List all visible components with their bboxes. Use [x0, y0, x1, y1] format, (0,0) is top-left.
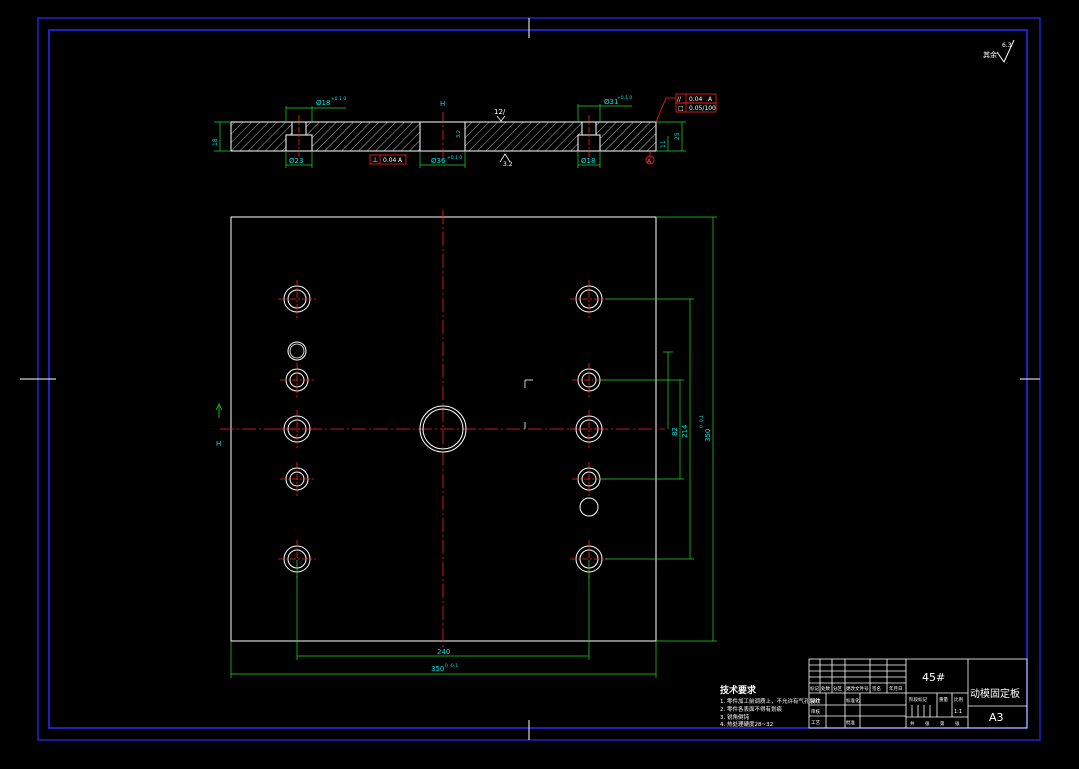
hole-left-2: [280, 363, 314, 397]
svg-text:张: 张: [925, 720, 930, 727]
outer-frame: [20, 17, 1041, 741]
svg-text:0 -0.1: 0 -0.1: [445, 663, 458, 669]
svg-text:处数: 处数: [821, 685, 830, 692]
title-block: [808, 658, 1028, 729]
svg-text:第: 第: [940, 720, 945, 727]
section-view: H 12/ 3.2 Ø18 +0.1 0 Ø31 +0.1 0 Ø23: [212, 93, 717, 168]
svg-text:审核: 审核: [811, 708, 820, 715]
hole-right-1: [570, 280, 608, 318]
svg-text:□: □: [678, 105, 684, 112]
dim-bottom-center: Ø36 +0.1 0: [419, 151, 466, 168]
dim-left-short-vertical: [663, 351, 673, 429]
tech-req-line-2: 2. 零件各表面不得有划痕: [720, 705, 782, 713]
svg-text:0.04: 0.04: [383, 157, 397, 164]
svg-text:Ø18: Ø18: [316, 99, 330, 107]
dim-right-thickness: 25 11: [656, 121, 686, 152]
svg-text:分区: 分区: [833, 685, 842, 692]
roughness-bottom: 3.2: [503, 161, 513, 168]
dim-outer-span-right: 214: [605, 298, 694, 560]
svg-text:签名: 签名: [872, 685, 881, 692]
svg-text:重量: 重量: [939, 696, 948, 703]
svg-text:214: 214: [681, 424, 689, 438]
center-bore: [419, 405, 467, 453]
roughness-top: 12/: [494, 108, 506, 116]
dim-top-left-bore: Ø18 +0.1 0: [285, 96, 346, 122]
svg-text:工艺: 工艺: [811, 720, 820, 726]
sheet-size: A3: [989, 711, 1004, 724]
plain-hole-left: [287, 341, 307, 361]
svg-text:82: 82: [671, 427, 679, 436]
svg-text:⊥: ⊥: [372, 156, 378, 164]
svg-text:25: 25: [674, 132, 681, 140]
datum-a: A: [645, 151, 655, 165]
svg-text:共: 共: [910, 720, 915, 727]
svg-text:350: 350: [431, 665, 444, 673]
roughness-top-icon: [496, 115, 506, 122]
part-name: 动模固定板: [970, 687, 1020, 700]
plan-view: H 240 350 0 -0.1 82 214: [215, 210, 717, 678]
svg-text:+0.1 0: +0.1 0: [447, 155, 462, 161]
svg-text:0.05/100: 0.05/100: [689, 105, 716, 112]
dim-bottom-right: Ø18: [577, 151, 601, 168]
dim-center-small: 3.2: [456, 130, 462, 138]
hole-left-1: [278, 280, 316, 318]
svg-text:+0.1 0: +0.1 0: [617, 95, 632, 101]
dim-inner-span-right: 82: [600, 379, 684, 480]
hole-left-4: [280, 462, 314, 496]
svg-text:阶段标记: 阶段标记: [909, 696, 927, 703]
svg-text:批准: 批准: [846, 719, 855, 726]
svg-text:A: A: [398, 157, 403, 164]
svg-text://: //: [677, 96, 682, 103]
svg-text:0 -0.1: 0 -0.1: [699, 415, 705, 428]
surface-note-value: 6.3: [1002, 42, 1012, 49]
dim-bottom-left: Ø23: [285, 151, 313, 168]
svg-text:比例: 比例: [954, 696, 963, 703]
svg-text:A: A: [647, 158, 652, 165]
svg-text:11: 11: [660, 140, 667, 148]
svg-text:标记: 标记: [810, 685, 819, 692]
roughness-symbol-icon: [996, 39, 1015, 64]
roughness-bottom-icon: [499, 153, 511, 163]
svg-text:Ø31: Ø31: [604, 98, 618, 106]
dim-hole-span-bottom: 240: [296, 560, 590, 660]
svg-text:Ø23: Ø23: [289, 157, 303, 165]
section-mark-left: H: [216, 440, 221, 448]
tech-req-line-3: 3. 锐角倒钝: [720, 713, 749, 721]
surface-note-label: 其余: [983, 50, 997, 59]
svg-text:0.04: 0.04: [689, 96, 703, 103]
hole-right-3: [570, 410, 608, 448]
surface-roughness-note: 其余 6.3: [983, 39, 1015, 64]
tolerance-frame-right: // 0.04 A □ 0.05/100: [655, 93, 717, 123]
svg-text:350: 350: [704, 429, 712, 442]
hole-left-3: [278, 410, 316, 448]
dim-left-thickness: 18: [212, 121, 231, 152]
dim-top-right-bore: Ø31 +0.1 0: [577, 95, 632, 122]
plain-hole-right: [579, 497, 599, 517]
svg-text:240: 240: [437, 648, 450, 656]
svg-text:1:1: 1:1: [954, 709, 962, 715]
svg-text:年月日: 年月日: [889, 685, 903, 692]
title-block-text: 45# 动模固定板 A3 标记 处数 分区 更改文件号 签名 年月日 设计 标准…: [810, 671, 1020, 727]
tolerance-frame-left: ⊥ 0.04 A: [369, 154, 407, 165]
section-mark-top: H: [440, 100, 445, 108]
svg-text:更改文件号: 更改文件号: [846, 685, 869, 692]
dim-overall-height: 350 0 -0.1: [656, 216, 717, 642]
svg-text:A: A: [708, 96, 713, 103]
dim-overall-width: 350 0 -0.1: [230, 641, 657, 678]
material-label: 45#: [922, 671, 945, 684]
tech-req-line-1: 1. 零件加工前调质上，不允许有气孔裂纹: [720, 697, 821, 705]
tech-req-title: 技术要求: [720, 684, 757, 696]
svg-text:+0.1 0: +0.1 0: [331, 96, 346, 102]
svg-text:标准化: 标准化: [846, 697, 860, 704]
svg-text:设计: 设计: [811, 697, 820, 704]
tech-req-line-4: 4. 热处理硬度28~32: [720, 720, 773, 728]
svg-text:Ø18: Ø18: [581, 157, 595, 165]
svg-text:Ø36: Ø36: [431, 157, 446, 165]
svg-text:张: 张: [955, 720, 960, 727]
tech-requirements: 技术要求 1. 零件加工前调质上，不允许有气孔裂纹 2. 零件各表面不得有划痕 …: [720, 684, 821, 728]
svg-text:18: 18: [212, 138, 219, 146]
